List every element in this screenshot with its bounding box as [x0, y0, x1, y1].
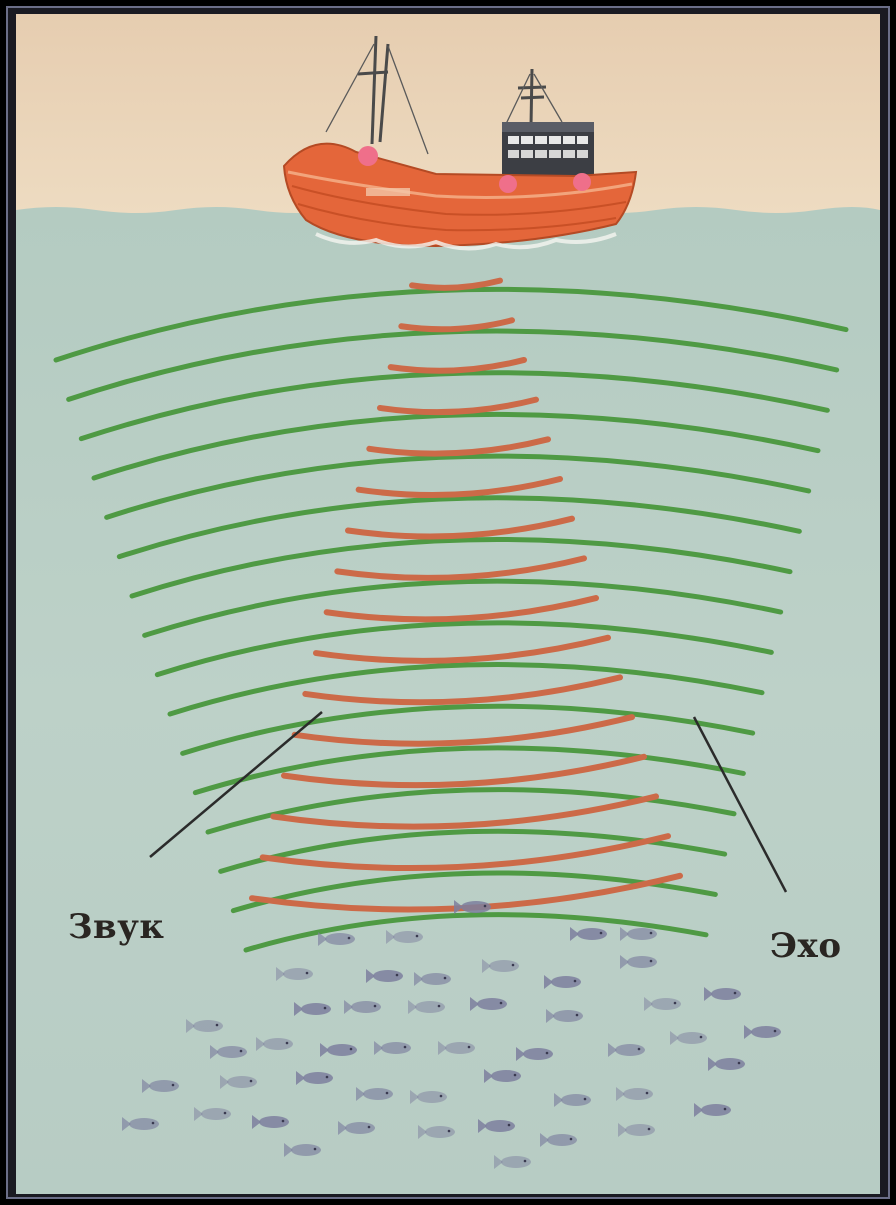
boat-float-icon [573, 173, 591, 191]
echo-sounder-illustration: Звук Эхо [16, 14, 880, 1194]
boat-cabin [502, 122, 594, 176]
boat-float-icon [358, 146, 378, 166]
echo-label: Эхо [770, 929, 842, 963]
scene-canvas [16, 14, 880, 1194]
sound-label: Звук [68, 910, 164, 944]
boat-float-icon [499, 175, 517, 193]
